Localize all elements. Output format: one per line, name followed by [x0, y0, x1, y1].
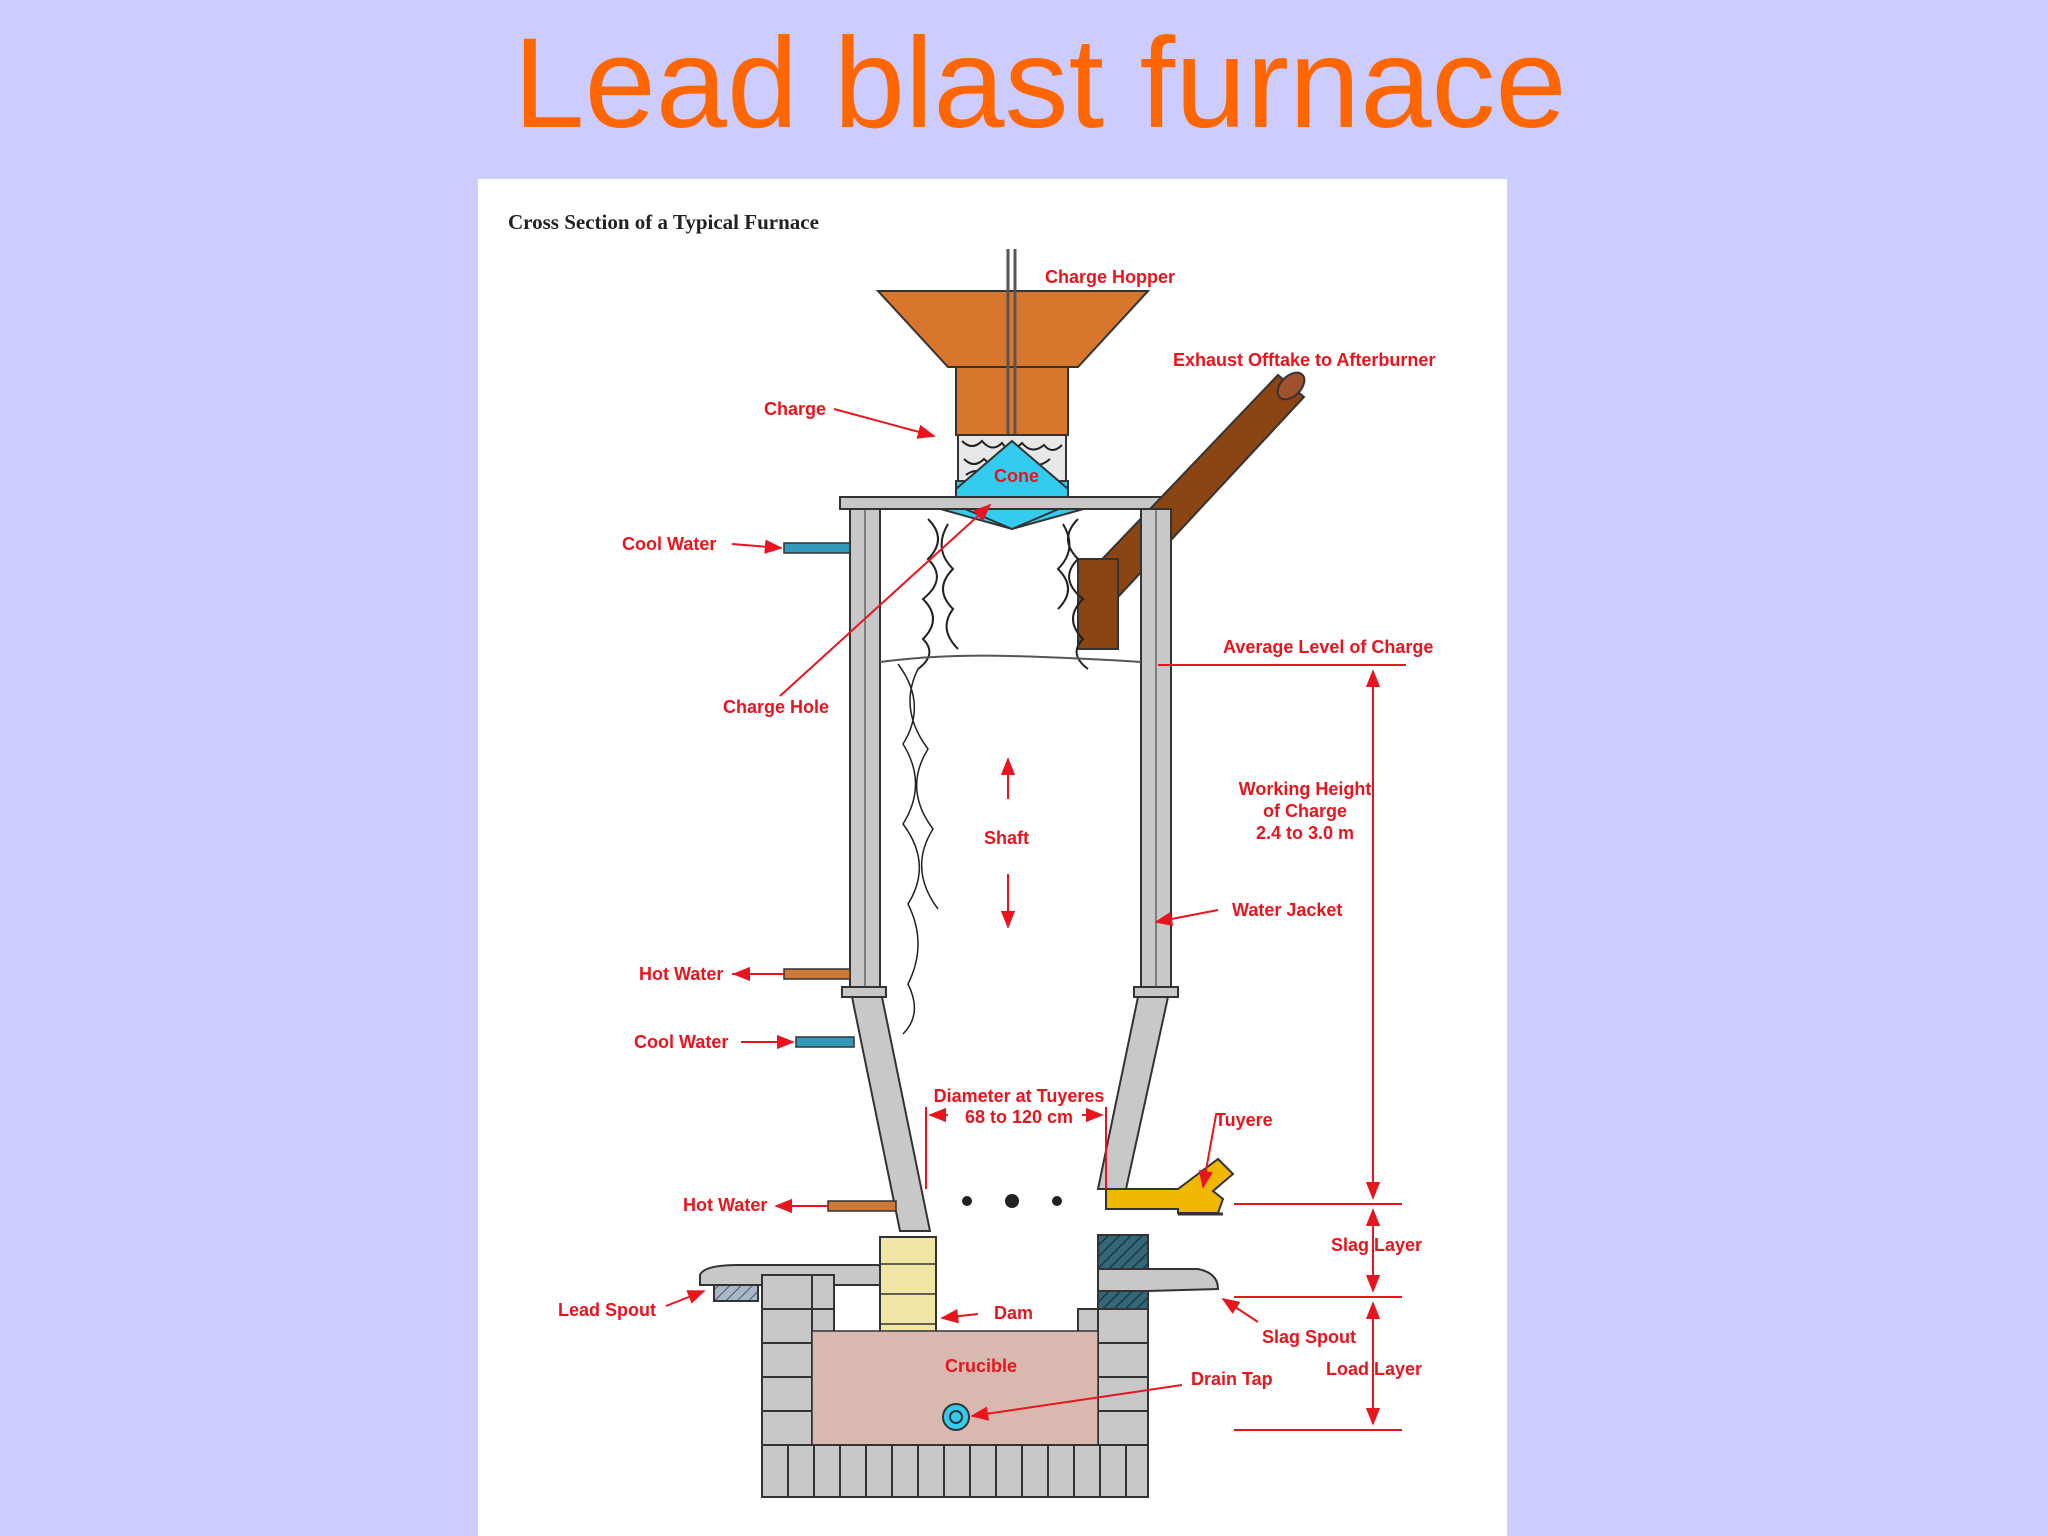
hot-water-pipe-1: [783, 968, 851, 980]
label-hot-water-2: Hot Water: [683, 1195, 767, 1215]
label-diameter-2: 68 to 120 cm: [965, 1107, 1073, 1127]
bosh-left: [850, 996, 932, 1232]
average-charge-surface: [879, 654, 1142, 663]
label-dam: Dam: [994, 1303, 1033, 1323]
figure-title: Cross Section of a Typical Furnace: [508, 210, 819, 234]
label-shaft: Shaft: [984, 828, 1029, 848]
furnace-diagram: Cross Section of a Typical Furnace: [508, 210, 1435, 1498]
label-working-height-3: 2.4 to 3.0 m: [1256, 823, 1354, 843]
charge-material-right: [1056, 518, 1089, 670]
charge-column: [897, 663, 939, 1035]
label-slag-layer: Slag Layer: [1331, 1235, 1422, 1255]
label-working-height-1: Working Height: [1239, 779, 1372, 799]
label-slag-spout: Slag Spout: [1262, 1327, 1356, 1347]
slide-title: Lead blast furnace: [513, 12, 1567, 155]
label-load-layer: Load Layer: [1326, 1359, 1422, 1379]
label-cool-water-1: Cool Water: [622, 534, 716, 554]
tuyere-hole: [1052, 1196, 1062, 1206]
label-crucible: Crucible: [945, 1356, 1017, 1376]
label-working-height-2: of Charge: [1263, 801, 1347, 821]
charge-material-left: [917, 518, 959, 670]
top-plate: [839, 496, 1181, 510]
drain-tap: [942, 1403, 970, 1431]
label-average-level: Average Level of Charge: [1223, 637, 1433, 657]
label-exhaust-offtake: Exhaust Offtake to Afterburner: [1173, 350, 1435, 370]
tuyere-hole: [962, 1196, 972, 1206]
label-cone: Cone: [994, 466, 1039, 486]
label-charge: Charge: [764, 399, 826, 419]
slag-spout: [1097, 1268, 1220, 1292]
cool-water-pipe-1: [783, 542, 851, 554]
label-charge-hole: Charge Hole: [723, 697, 829, 717]
label-hot-water-1: Hot Water: [639, 964, 723, 984]
label-drain-tap: Drain Tap: [1191, 1369, 1273, 1389]
label-diameter-1: Diameter at Tuyeres: [934, 1086, 1105, 1106]
label-water-jacket: Water Jacket: [1232, 900, 1342, 920]
hot-water-pipe-2: [827, 1200, 897, 1212]
tuyere-hole: [1005, 1194, 1019, 1208]
cool-water-pipe-2: [795, 1036, 855, 1048]
crucible-floor: [761, 1444, 1149, 1498]
charge-hopper: [875, 290, 1151, 436]
label-cool-water-2: Cool Water: [634, 1032, 728, 1052]
label-tuyere: Tuyere: [1215, 1110, 1273, 1130]
label-charge-hopper: Charge Hopper: [1045, 267, 1175, 287]
label-lead-spout: Lead Spout: [558, 1300, 656, 1320]
furnace-diagram-panel: Cross Section of a Typical Furnace: [478, 179, 1507, 1536]
slag-block: [1097, 1234, 1149, 1270]
bosh-right: [1096, 996, 1170, 1190]
